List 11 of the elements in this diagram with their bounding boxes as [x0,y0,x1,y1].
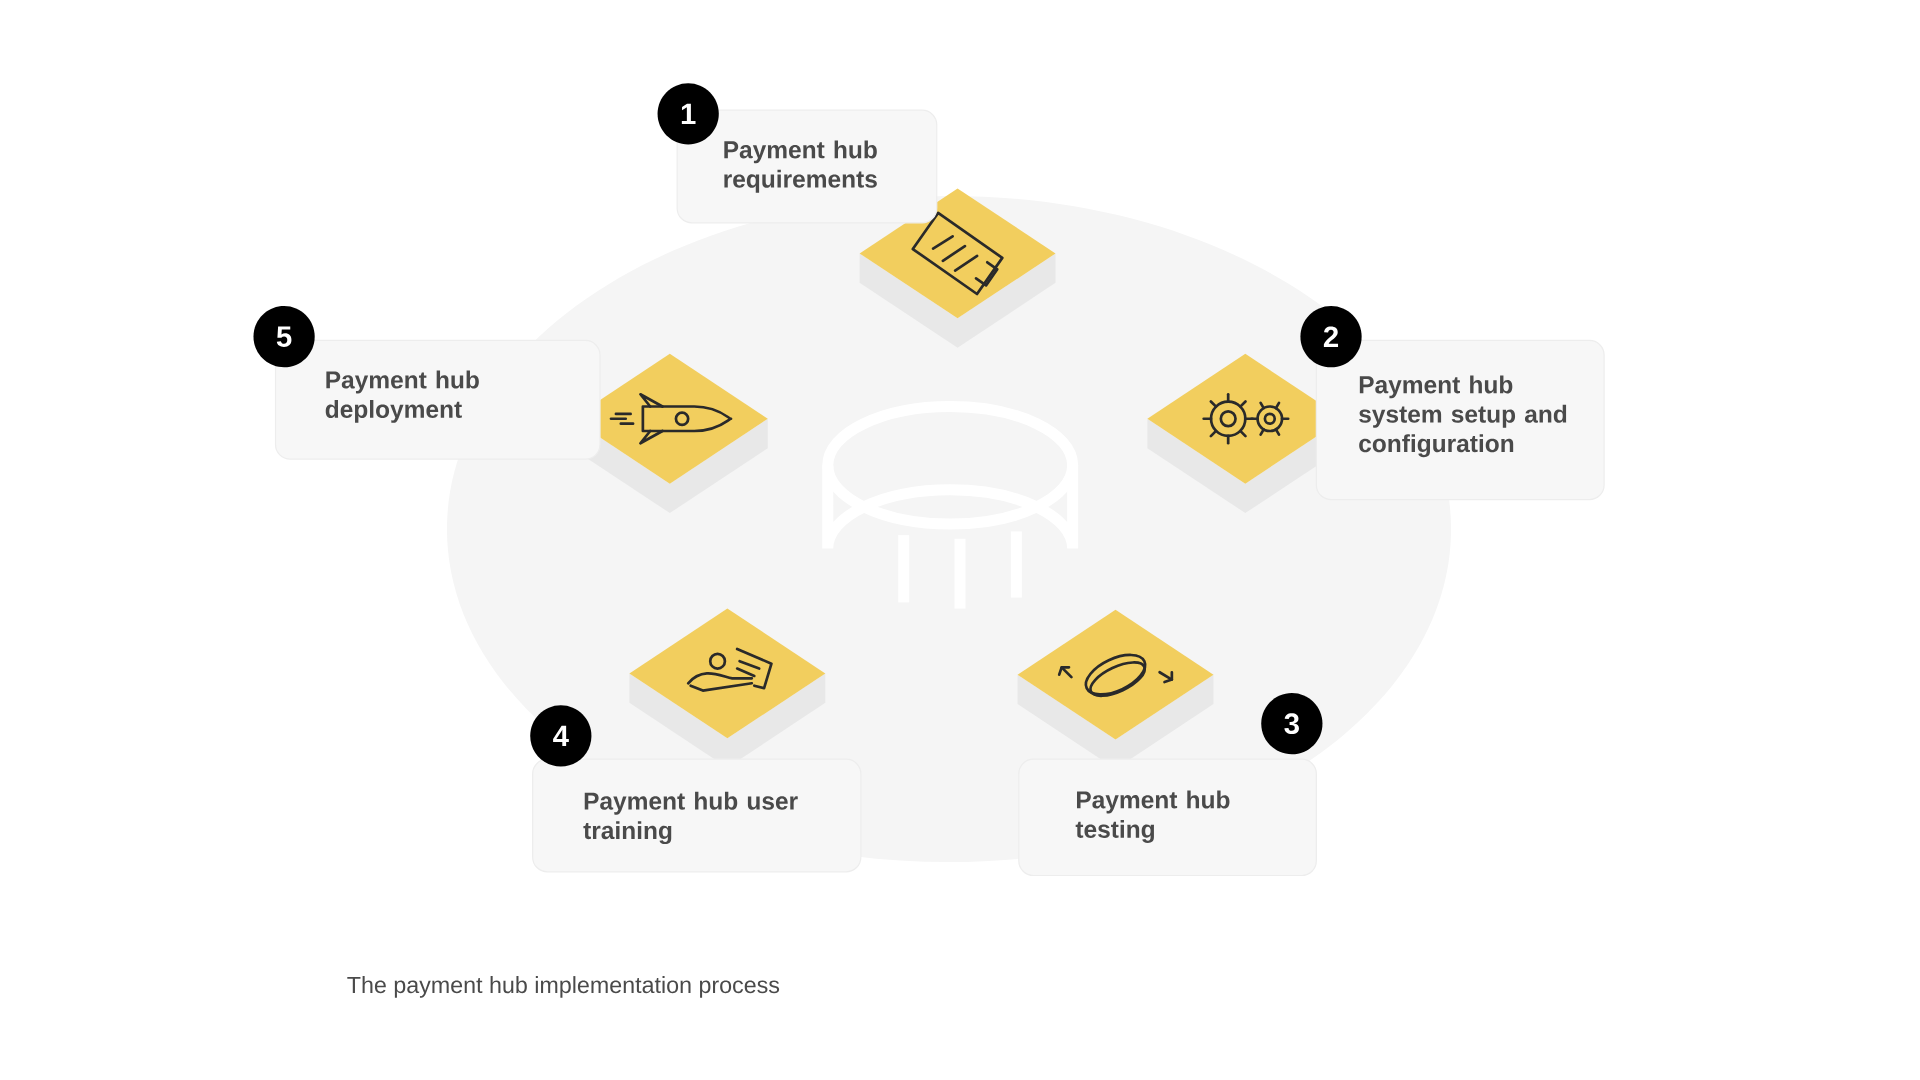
step-number-badge: 5 [253,306,315,368]
step-title: Payment hub deployment [325,370,479,423]
step-number-badge: 2 [1300,306,1362,368]
caption: The payment hub implementation process [347,976,780,998]
step-number-badge: 3 [1261,693,1323,755]
step-title: Payment hub system setup and configuration [1359,375,1567,458]
step-title: Payment hub requirements [724,140,877,193]
step-number-badge: 4 [530,705,592,767]
step-number-badge: 1 [657,83,719,145]
step-title: Payment hub testing [1075,790,1230,843]
step-title: Payment hub user training [583,791,798,845]
